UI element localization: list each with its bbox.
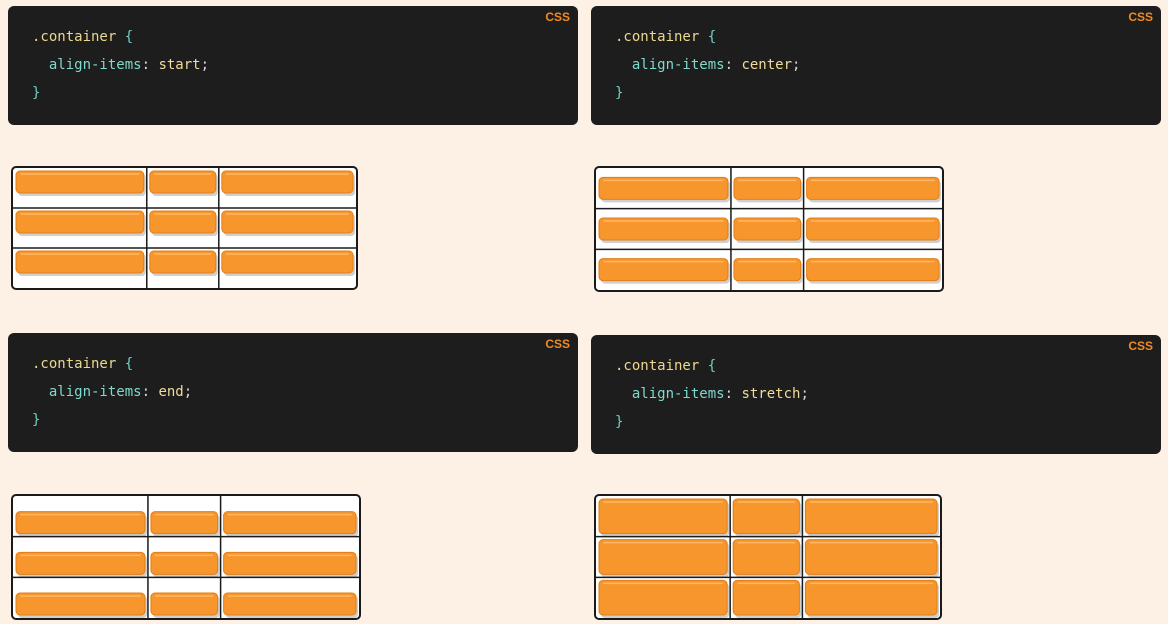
- grid-item: [15, 170, 145, 194]
- grid-item: [598, 176, 729, 200]
- semicolon: ;: [200, 57, 210, 73]
- close-brace: }: [32, 85, 41, 101]
- grid-item: [732, 498, 800, 535]
- css-property: align-items: [631, 57, 725, 73]
- css-selector: .container: [615, 29, 700, 45]
- grid-item: [15, 511, 146, 535]
- grid-item: [806, 176, 940, 200]
- css-selector: .container: [32, 356, 117, 372]
- grid-item: [806, 217, 940, 241]
- grid-item: [732, 579, 800, 616]
- css-value: end: [158, 384, 184, 400]
- colon: :: [724, 386, 734, 402]
- code-block-stretch: CSS .container { align-items: stretch;}: [591, 335, 1161, 454]
- semicolon: ;: [792, 57, 801, 73]
- grid-demo-start: [11, 166, 358, 290]
- css-property: align-items: [48, 384, 142, 400]
- grid-illustration: [13, 496, 359, 618]
- grid-item: [598, 258, 729, 282]
- grid-item: [150, 511, 219, 535]
- grid-item: [149, 210, 217, 234]
- grid-illustration: [13, 168, 356, 288]
- code-block-center: CSS .container { align-items: center;}: [591, 6, 1161, 125]
- css-language-badge: CSS: [1128, 10, 1153, 24]
- grid-item: [733, 217, 802, 241]
- grid-illustration: [596, 168, 942, 290]
- open-brace: {: [707, 29, 717, 45]
- css-language-badge: CSS: [545, 10, 570, 24]
- colon: :: [141, 384, 151, 400]
- grid-illustration: [596, 496, 940, 618]
- grid-item: [221, 210, 354, 234]
- css-code: .container { align-items: center;}: [615, 23, 800, 107]
- css-language-badge: CSS: [1128, 339, 1153, 353]
- grid-item: [15, 551, 146, 575]
- grid-item: [221, 170, 354, 194]
- close-brace: }: [615, 85, 624, 101]
- open-brace: {: [124, 356, 134, 372]
- colon: :: [141, 57, 151, 73]
- grid-item: [598, 539, 728, 575]
- css-code: .container { align-items: start;}: [32, 23, 209, 107]
- grid-item: [598, 579, 728, 616]
- grid-item: [598, 498, 728, 535]
- grid-item: [15, 250, 145, 274]
- code-block-start: CSS .container { align-items: start;}: [8, 6, 578, 125]
- grid-item: [221, 250, 354, 274]
- css-code: .container { align-items: stretch;}: [615, 352, 809, 436]
- css-value: start: [158, 57, 201, 73]
- grid-demo-stretch: [594, 494, 942, 620]
- grid-item: [149, 170, 217, 194]
- open-brace: {: [124, 29, 134, 45]
- close-brace: }: [615, 414, 624, 430]
- grid-item: [598, 217, 729, 241]
- grid-item: [804, 498, 938, 535]
- css-selector: .container: [615, 358, 700, 374]
- css-property: align-items: [631, 386, 725, 402]
- close-brace: }: [32, 412, 41, 428]
- grid-item: [223, 551, 357, 575]
- css-selector: .container: [32, 29, 117, 45]
- css-value: stretch: [741, 386, 801, 402]
- semicolon: ;: [183, 384, 193, 400]
- semicolon: ;: [800, 386, 809, 402]
- grid-item: [733, 176, 802, 200]
- grid-demo-center: [594, 166, 944, 292]
- grid-item: [732, 539, 800, 575]
- grid-item: [223, 511, 357, 535]
- code-block-end: CSS .container { align-items: end;}: [8, 333, 578, 452]
- grid-item: [806, 258, 940, 282]
- css-value: center: [741, 57, 793, 73]
- grid-demo-end: [11, 494, 361, 620]
- open-brace: {: [707, 358, 717, 374]
- css-language-badge: CSS: [545, 337, 570, 351]
- colon: :: [724, 57, 734, 73]
- grid-item: [15, 592, 146, 616]
- grid-item: [149, 250, 217, 274]
- grid-item: [150, 551, 219, 575]
- grid-item: [15, 210, 145, 234]
- grid-item: [223, 592, 357, 616]
- grid-item: [733, 258, 802, 282]
- css-property: align-items: [48, 57, 142, 73]
- grid-item: [150, 592, 219, 616]
- css-code: .container { align-items: end;}: [32, 350, 192, 434]
- grid-item: [804, 579, 938, 616]
- grid-item: [804, 539, 938, 575]
